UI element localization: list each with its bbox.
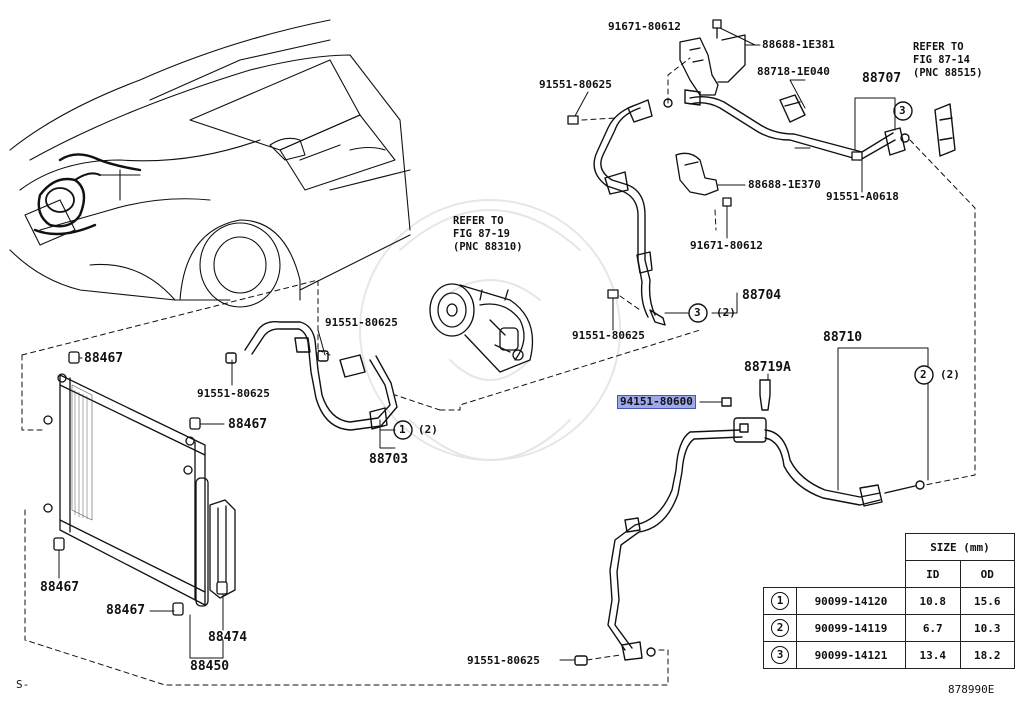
refer-note-87-19-line1: REFER TO — [453, 215, 504, 227]
callout-3-lower: 3 — [694, 306, 701, 319]
compressor-drawing — [429, 283, 534, 373]
condenser-drawing — [43, 351, 236, 616]
row-part[interactable]: 90099-14120 — [796, 587, 906, 615]
part-label-91551-80625-e[interactable]: 91551-80625 — [467, 654, 540, 667]
refer-note-87-19-line3: (PNC 88310) — [453, 241, 523, 253]
leader-lines — [58, 27, 929, 661]
part-label-91551-80625-b[interactable]: 91551-80625 — [572, 329, 645, 342]
brackets-drawing — [567, 19, 863, 299]
refer-note-87-14-line3: (PNC 88515) — [913, 67, 983, 79]
part-label-91671-80612-top[interactable]: 91671-80612 — [608, 20, 681, 33]
callout-3-upper: 3 — [899, 104, 906, 117]
part-label-88719a[interactable]: 88719A — [744, 360, 791, 375]
liquid-tube-drawing — [574, 379, 925, 666]
part-label-88718-1e040[interactable]: 88718-1E040 — [757, 65, 830, 78]
figure-id: 878990E — [948, 683, 995, 696]
part-label-91551-80625-d[interactable]: 91551-80625 — [197, 387, 270, 400]
part-label-91671-80612-mid[interactable]: 91671-80612 — [690, 239, 763, 252]
part-label-91551-80625-a[interactable]: 91551-80625 — [539, 78, 612, 91]
row-id: 10.8 — [905, 587, 961, 615]
refer-note-87-14-line1: REFER TO — [913, 41, 964, 53]
part-label-94151-80600-highlighted[interactable]: 94151-80600 — [617, 395, 696, 409]
qty-label: (2) — [716, 306, 736, 319]
car-illustration — [9, 19, 411, 308]
part-label-88467[interactable]: 88467 — [84, 351, 124, 366]
table-row: 2 90099-14119 6.7 10.3 — [763, 614, 1015, 642]
watermark-crest — [359, 199, 621, 461]
table-row: 3 90099-14121 13.4 18.2 — [763, 641, 1015, 669]
part-label-88707[interactable]: 88707 — [862, 71, 902, 86]
table-row: 1 90099-14120 10.8 15.6 — [763, 587, 1015, 615]
col-id-header: ID — [905, 560, 961, 588]
part-label-88710[interactable]: 88710 — [823, 330, 863, 345]
row-mark: 1 — [771, 592, 789, 610]
part-label-88467[interactable]: 88467 — [228, 417, 268, 432]
row-id: 6.7 — [905, 614, 961, 642]
col-od-header: OD — [959, 560, 1015, 588]
part-label-88467[interactable]: 88467 — [40, 580, 80, 595]
discharge-hose-drawing — [593, 98, 673, 326]
callout-2: 2 — [920, 368, 927, 381]
size-table: SIZE (mm) ID OD 1 90099-14120 10.8 15.6 … — [763, 533, 1015, 669]
refer-note-87-14-line2[interactable]: FIG 87-14 — [913, 54, 970, 66]
part-label-88704[interactable]: 88704 — [742, 288, 782, 303]
part-label-88688-1e370[interactable]: 88688-1E370 — [748, 178, 821, 191]
row-id: 13.4 — [905, 641, 961, 669]
callout-circles — [393, 101, 934, 440]
part-label-88467[interactable]: 88467 — [106, 603, 146, 618]
qty-label: (2) — [418, 423, 438, 436]
part-label-88474[interactable]: 88474 — [208, 630, 248, 645]
qty-label: (2) — [940, 368, 960, 381]
row-part[interactable]: 90099-14121 — [796, 641, 906, 669]
part-label-91551-a0618[interactable]: 91551-A0618 — [826, 190, 899, 203]
row-part[interactable]: 90099-14119 — [796, 614, 906, 642]
part-label-91551-80625-c[interactable]: 91551-80625 — [325, 316, 398, 329]
part-label-88688-1e381[interactable]: 88688-1E381 — [762, 38, 835, 51]
row-od: 15.6 — [959, 587, 1015, 615]
callout-1: 1 — [399, 423, 406, 436]
row-od: 18.2 — [959, 641, 1015, 669]
refer-note-87-19-line2[interactable]: FIG 87-19 — [453, 228, 510, 240]
footer-left-mark: S- — [16, 678, 30, 691]
dashed-leaders — [21, 57, 976, 686]
part-label-88703[interactable]: 88703 — [369, 452, 409, 467]
row-mark: 3 — [771, 646, 789, 664]
liquid-pipe-drawing — [684, 89, 956, 161]
row-od: 10.3 — [959, 614, 1015, 642]
row-mark: 2 — [771, 619, 789, 637]
part-label-88450[interactable]: 88450 — [190, 659, 230, 674]
size-header: SIZE (mm) — [905, 533, 1015, 561]
suction-hose-drawing — [225, 320, 398, 431]
